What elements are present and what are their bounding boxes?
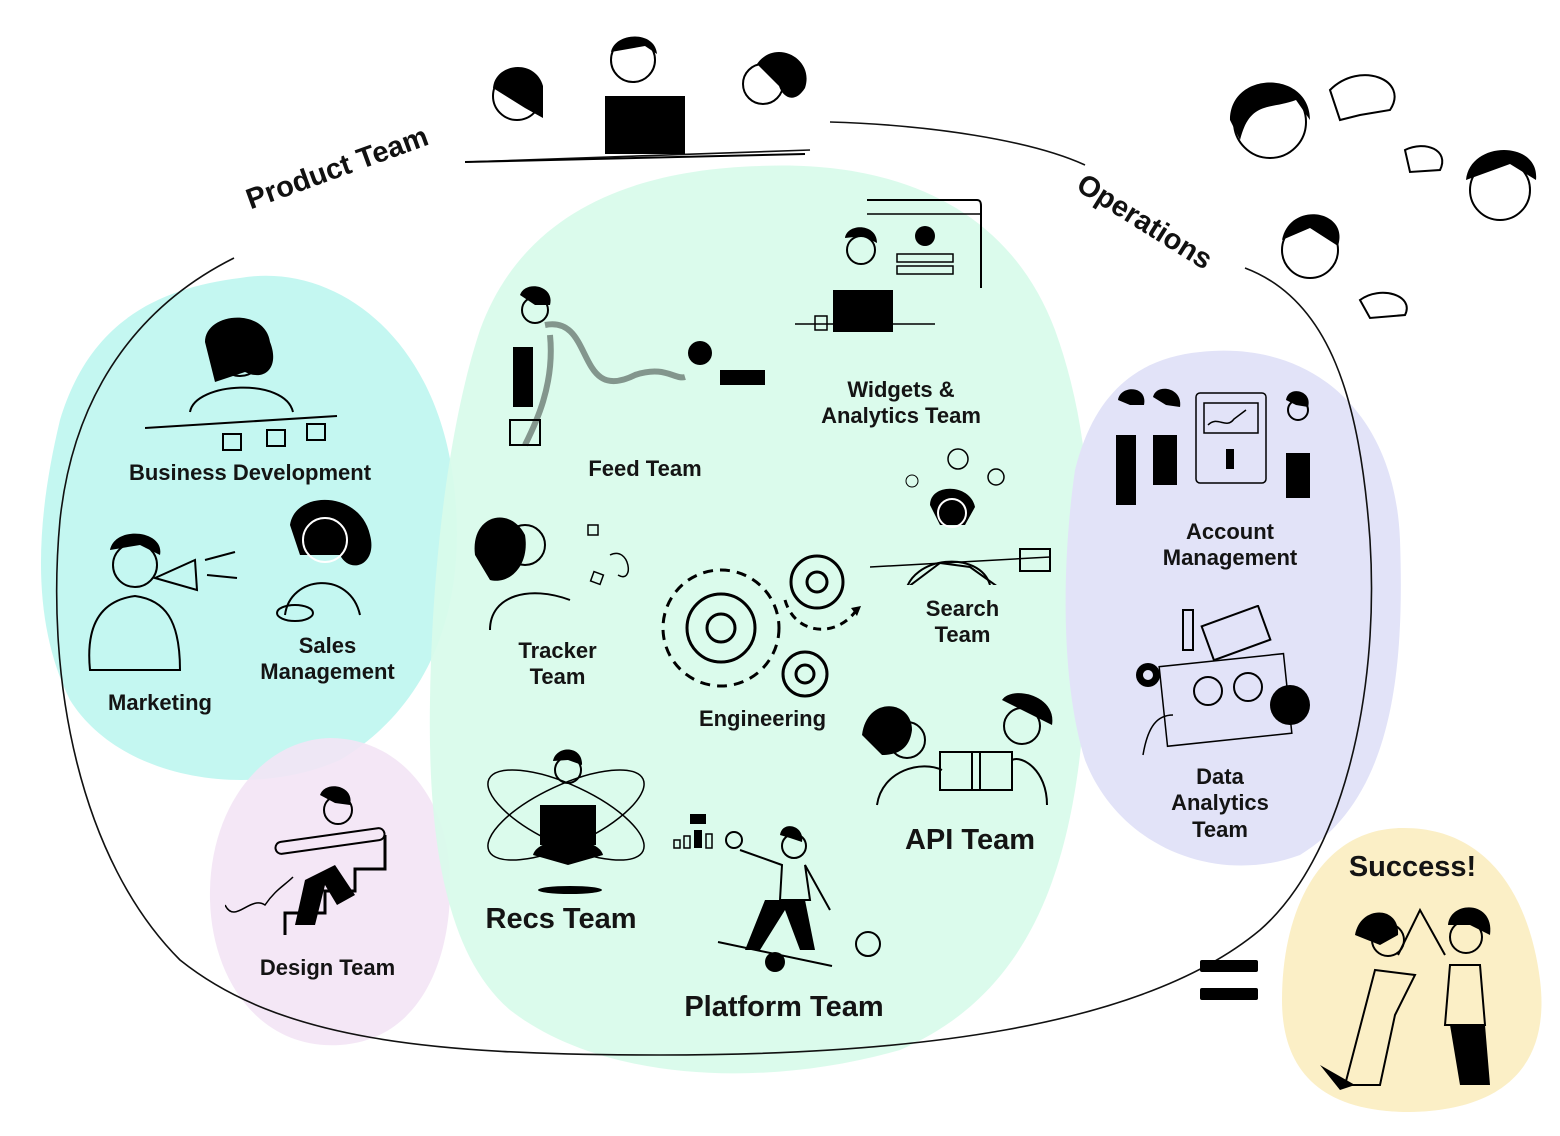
equals-bar-top <box>1200 960 1258 972</box>
search-team-label: Search Team <box>905 596 1020 649</box>
sales-management-label-line1: Sales <box>298 633 357 658</box>
product-team-illustration <box>465 36 807 163</box>
account-management-illustration <box>1116 388 1310 505</box>
marketing-illustration <box>88 533 238 671</box>
design-team-label: Design Team <box>259 955 396 980</box>
account-management-label-line1: Account <box>1186 519 1274 544</box>
account-management-label-line2: Management <box>1162 545 1298 571</box>
widgets-analytics-label-line2: Analytics Team <box>821 403 981 429</box>
feed-team-label: Feed Team <box>588 456 702 481</box>
search-team-label-line1: Search <box>925 596 1000 621</box>
business-cluster-blob <box>40 275 457 780</box>
search-team-illustration <box>870 448 1051 585</box>
feed-team-illustration <box>509 286 765 447</box>
operations-people-illustration <box>1230 74 1537 320</box>
platform-team-illustration <box>673 814 881 972</box>
recs-team-illustration <box>487 749 645 894</box>
high-five-illustration <box>1320 907 1491 1090</box>
organization-outline-top <box>829 121 1086 166</box>
search-team-label-line2: Team <box>934 622 991 648</box>
data-analytics-label-line2: Analytics <box>1171 790 1269 816</box>
widgets-analytics-label-line1: Widgets & <box>847 377 955 402</box>
operations-cluster-blob <box>1065 350 1401 866</box>
recs-team-label: Recs Team <box>485 903 637 935</box>
design-team-illustration <box>225 786 387 935</box>
data-analytics-team-label: Data Analytics Team <box>1150 764 1290 843</box>
marketing-label: Marketing <box>108 690 212 715</box>
account-management-label: Account Management <box>1140 519 1320 572</box>
tracker-team-label-line2: Team <box>529 664 586 690</box>
success-label: Success! <box>1348 851 1477 883</box>
equals-sign-icon <box>1200 960 1258 1016</box>
api-team-illustration <box>862 693 1053 806</box>
tracker-team-label: Tracker Team <box>490 638 625 691</box>
equals-bar-bottom <box>1200 988 1258 1000</box>
platform-team-label: Platform Team <box>684 991 884 1023</box>
sales-management-label: Sales Management <box>240 633 415 686</box>
widgets-analytics-team-label: Widgets & Analytics Team <box>790 377 1012 430</box>
sales-management-illustration <box>276 499 372 622</box>
widgets-analytics-illustration <box>795 199 982 332</box>
data-analytics-label-line3: Team <box>1192 816 1248 842</box>
api-team-label: API Team <box>904 824 1035 856</box>
data-analytics-label-line1: Data <box>1196 764 1244 789</box>
engineering-gears-icon <box>661 554 861 698</box>
data-analytics-illustration <box>1136 605 1310 756</box>
sales-management-label-line2: Management <box>260 659 395 685</box>
tracker-team-illustration <box>474 517 630 631</box>
engineering-label: Engineering <box>698 706 827 731</box>
tracker-team-label-line1: Tracker <box>518 638 597 663</box>
organization-outline <box>55 257 1373 1056</box>
business-development-illustration <box>145 317 338 451</box>
business-development-label: Business Development <box>128 460 372 485</box>
